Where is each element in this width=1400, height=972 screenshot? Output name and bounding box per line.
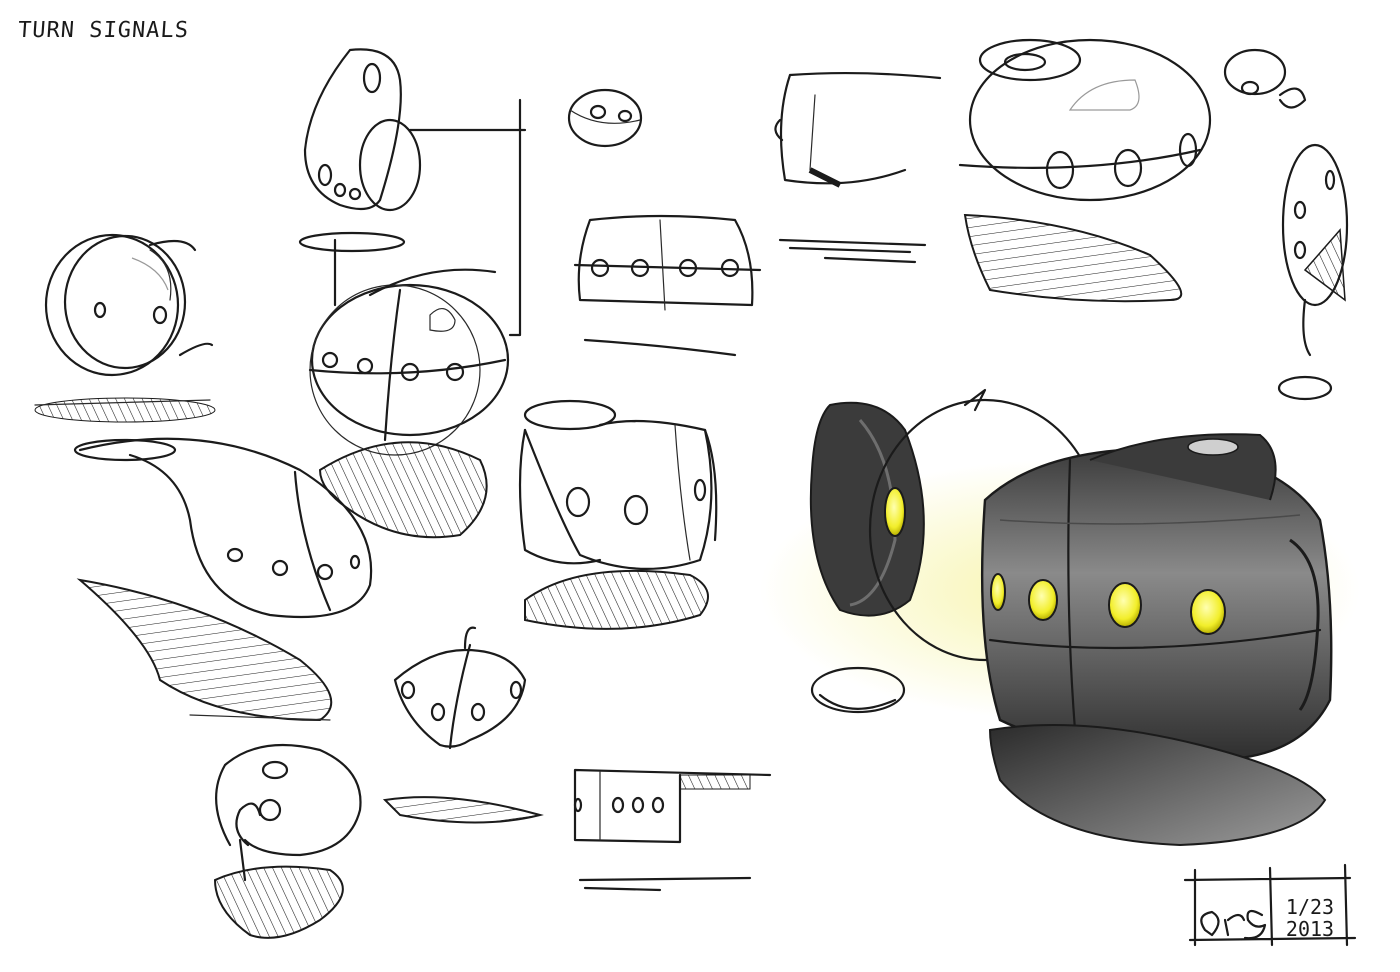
bracket-light-sketch <box>774 71 942 264</box>
egg-light-sketch <box>213 743 362 939</box>
sketch-title: TURN SIGNALS <box>17 18 190 43</box>
bucket-light-sketch <box>518 399 718 630</box>
tag-light-sketch <box>298 48 527 337</box>
rendered-turn-signal <box>760 388 1360 847</box>
teardrop-light-sketch <box>73 437 373 722</box>
box-light-sketch <box>573 768 772 892</box>
bar-light-sketch <box>573 214 762 357</box>
coil-light-sketch <box>1223 48 1307 109</box>
small-sphere-sketch <box>567 88 643 148</box>
oval-light-sketch <box>1277 143 1349 401</box>
date-line-2: 2013 <box>1285 917 1335 941</box>
date-line-1: 1/23 <box>1285 895 1335 919</box>
signature-date: 1/23 2013 <box>1275 896 1345 940</box>
shield-light-sketch <box>382 626 544 824</box>
signature-box <box>1183 863 1357 947</box>
capsule-light-sketch <box>958 38 1212 303</box>
pod-light-sketch <box>308 268 510 539</box>
round-light-sketch <box>34 233 216 423</box>
